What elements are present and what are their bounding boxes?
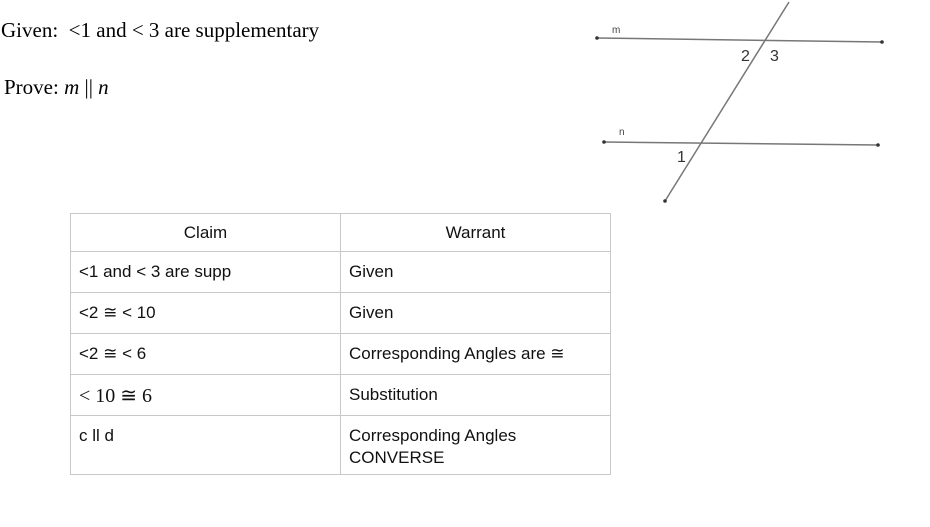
- prove-statement: Prove: m || n: [4, 75, 109, 100]
- claim-cell: c ll d: [70, 415, 341, 475]
- warrant-header: Warrant: [340, 213, 611, 252]
- angle-1-label: 1: [677, 149, 686, 166]
- warrant-cell: Corresponding Angles CONVERSE: [340, 415, 611, 475]
- warrant-cell: Given: [340, 292, 611, 334]
- angle-3-label: 3: [770, 48, 779, 65]
- line-n-right-endpoint: [876, 143, 880, 147]
- prove-line-n: n: [98, 75, 109, 99]
- line-m: [596, 37, 883, 43]
- table-row: <2 ≅ < 6 Corresponding Angles are ≅: [70, 333, 611, 375]
- table-row: < 10 ≅ 6 Substitution: [70, 374, 611, 416]
- line-m-right-endpoint: [880, 40, 884, 44]
- line-m-label: m: [612, 25, 620, 36]
- given-statement: Given: <1 and < 3 are supplementary: [1, 18, 319, 43]
- transversal: [664, 1, 790, 202]
- claim-header: Claim: [70, 213, 341, 252]
- table-row: <1 and < 3 are supp Given: [70, 251, 611, 293]
- given-label: Given:: [1, 18, 59, 42]
- warrant-cell: Corresponding Angles are ≅: [340, 333, 611, 375]
- angle-2-label: 2: [741, 48, 750, 65]
- claim-cell: <1 and < 3 are supp: [70, 251, 341, 293]
- claim-cell: < 10 ≅ 6: [70, 374, 341, 416]
- parallel-lines-diagram: m n 1 2 3: [595, 1, 884, 203]
- transversal-endpoint: [663, 199, 667, 203]
- proof-table: Claim Warrant <1 and < 3 are supp Given …: [70, 213, 611, 475]
- given-text: <1 and < 3 are supplementary: [68, 18, 320, 42]
- line-n: [603, 141, 879, 146]
- table-row: <2 ≅ < 10 Given: [70, 292, 611, 334]
- line-n-left-endpoint: [602, 140, 606, 144]
- table-row: c ll d Corresponding Angles CONVERSE: [70, 415, 611, 475]
- warrant-cell: Given: [340, 251, 611, 293]
- claim-cell: <2 ≅ < 10: [70, 292, 341, 334]
- prove-line-m: m: [64, 75, 80, 99]
- prove-label: Prove:: [4, 75, 59, 99]
- prove-parallel-symbol: ||: [84, 75, 93, 99]
- claim-cell: <2 ≅ < 6: [70, 333, 341, 375]
- table-header-row: Claim Warrant: [70, 213, 611, 252]
- warrant-cell: Substitution: [340, 374, 611, 416]
- line-m-left-endpoint: [595, 36, 599, 40]
- line-n-label: n: [619, 127, 625, 138]
